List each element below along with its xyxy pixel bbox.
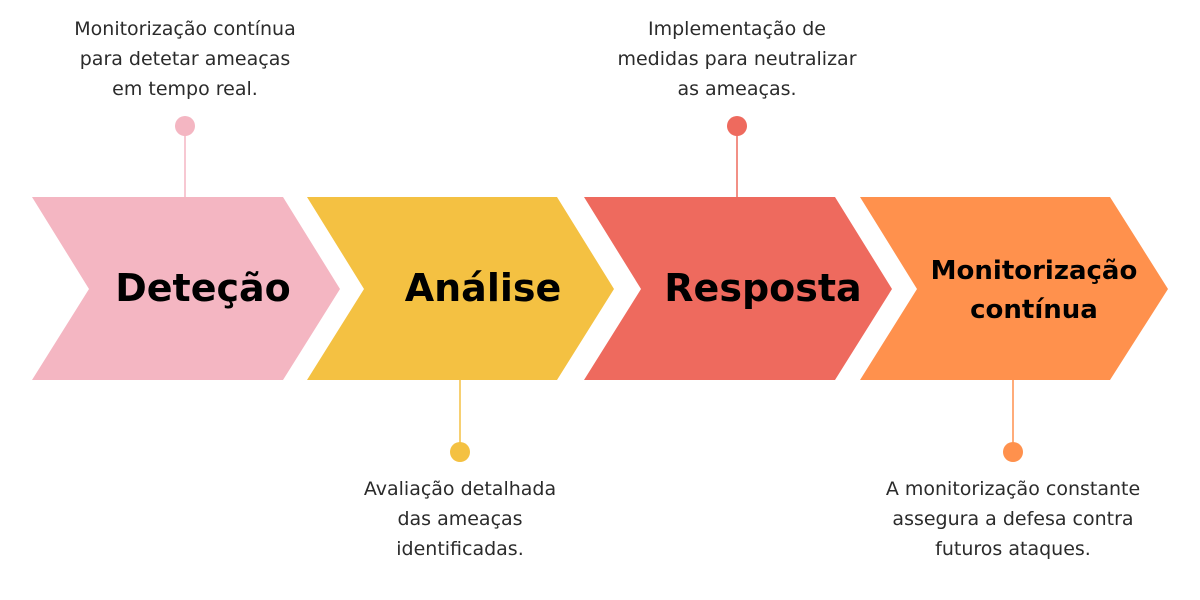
step-2-title: Análise: [405, 266, 562, 310]
step-4-title-line-1: Monitorização: [931, 256, 1138, 286]
step-2-description: Avaliação detalhada das ameaças identifi…: [363, 478, 557, 560]
dot-step-1: [175, 116, 195, 136]
step-1-description: Monitorização contínua para detetar amea…: [74, 18, 296, 100]
step-3-description: Implementação de medidas para neutraliza…: [617, 18, 857, 100]
step-3-title: Resposta: [664, 266, 861, 310]
dot-step-2: [450, 442, 470, 462]
chevron-step-3: [584, 197, 892, 380]
step-4-title-line-2: contínua: [970, 295, 1098, 325]
chevron-step-1: [32, 197, 340, 380]
step-1-title: Deteção: [115, 266, 291, 310]
step-4-description: A monitorização constante assegura a def…: [885, 478, 1141, 560]
dot-step-3: [727, 116, 747, 136]
chevron-step-4: [860, 197, 1168, 380]
dot-step-4: [1003, 442, 1023, 462]
chevron-step-2: [307, 197, 614, 380]
